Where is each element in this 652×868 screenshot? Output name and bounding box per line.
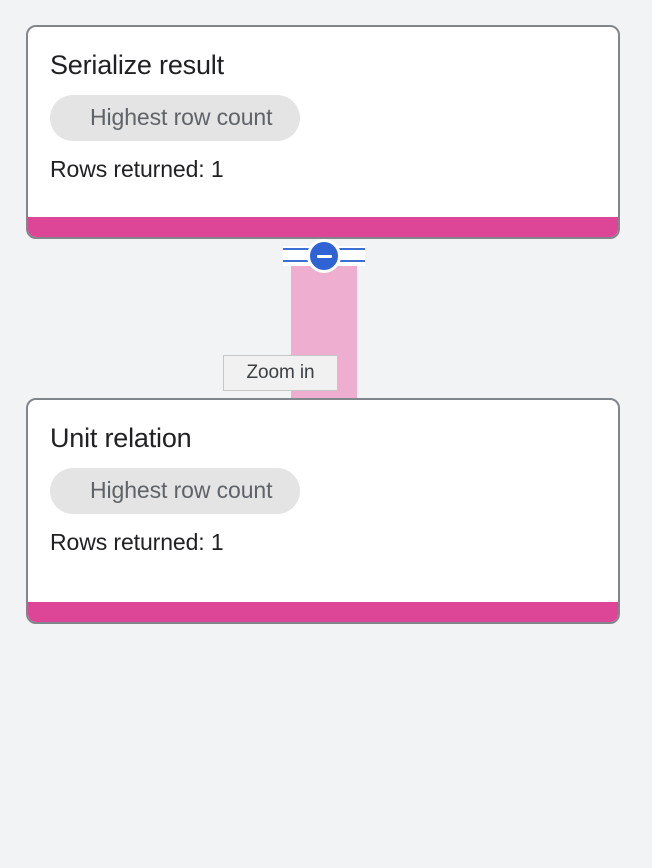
node-badge-highest-row-count: Highest row count <box>50 468 301 514</box>
minus-circle-icon[interactable] <box>307 239 341 273</box>
zoom-control[interactable] <box>283 239 365 273</box>
minus-glyph <box>316 254 332 258</box>
node-footer-bar <box>28 602 618 622</box>
node-rows-returned: Rows returned: 1 <box>50 529 224 555</box>
node-title: Unit relation <box>50 423 192 453</box>
node-card-body: Serialize result Highest row count Rows … <box>28 27 618 183</box>
node-title: Serialize result <box>50 50 224 80</box>
node-footer-bar <box>28 217 618 237</box>
tooltip-zoom-in: Zoom in <box>223 355 338 391</box>
node-badge-highest-row-count: Highest row count <box>50 95 301 141</box>
node-rows-returned: Rows returned: 1 <box>50 156 224 182</box>
node-card-unit-relation[interactable]: Unit relation Highest row count Rows ret… <box>26 398 620 624</box>
node-card-serialize-result[interactable]: Serialize result Highest row count Rows … <box>26 25 620 239</box>
node-card-body: Unit relation Highest row count Rows ret… <box>28 400 618 556</box>
